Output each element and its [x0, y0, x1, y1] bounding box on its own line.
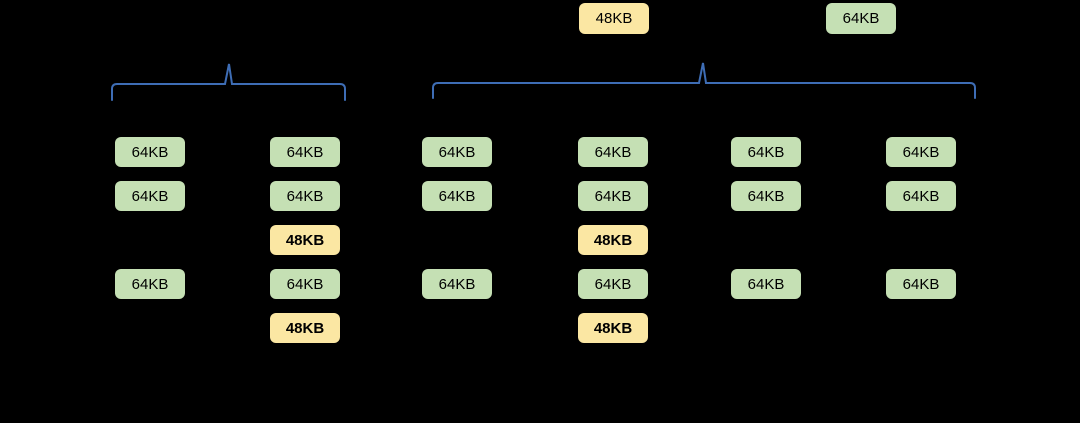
memory-block-badge: 48KB [270, 313, 340, 343]
memory-block-badge: 64KB [115, 137, 185, 167]
memory-block-badge: 64KB [731, 137, 801, 167]
legend-48kb-badge: 48KB [579, 3, 649, 34]
memory-block-badge: 64KB [115, 181, 185, 211]
memory-block-badge: 64KB [578, 269, 648, 299]
memory-block-badge: 64KB [270, 137, 340, 167]
memory-block-badge: 64KB [731, 181, 801, 211]
memory-block-badge: 64KB [578, 137, 648, 167]
memory-block-badge: 48KB [270, 225, 340, 255]
memory-block-badge: 64KB [270, 269, 340, 299]
legend-64kb-badge: 64KB [826, 3, 896, 34]
memory-block-badge: 48KB [578, 313, 648, 343]
memory-block-badge: 64KB [270, 181, 340, 211]
left-bracket-path [111, 63, 346, 101]
memory-block-badge: 64KB [886, 137, 956, 167]
memory-block-badge: 64KB [886, 269, 956, 299]
memory-block-badge: 48KB [578, 225, 648, 255]
right-bracket-path [432, 62, 976, 99]
memory-block-badge: 64KB [422, 137, 492, 167]
memory-block-badge: 64KB [578, 181, 648, 211]
memory-block-badge: 64KB [422, 181, 492, 211]
memory-block-badge: 64KB [886, 181, 956, 211]
memory-block-badge: 64KB [731, 269, 801, 299]
memory-block-badge: 64KB [115, 269, 185, 299]
memory-block-badge: 64KB [422, 269, 492, 299]
